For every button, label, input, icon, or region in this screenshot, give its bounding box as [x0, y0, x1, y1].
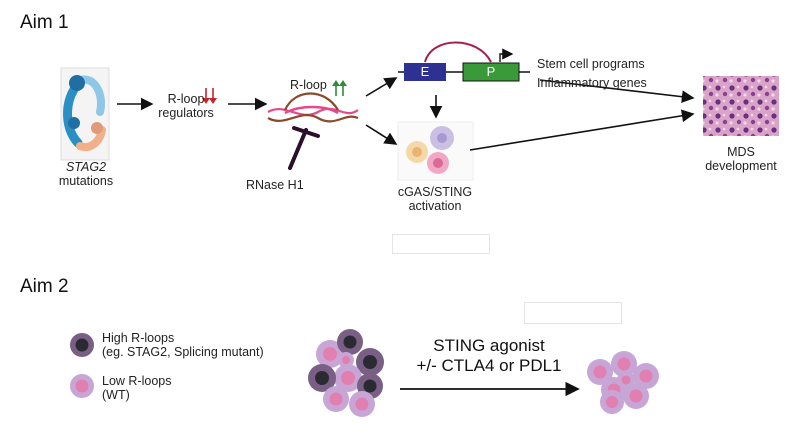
down-arrows-icon	[202, 88, 217, 104]
cgas-line2: activation	[408, 199, 462, 214]
stag2-gene-name: STAG2	[65, 160, 107, 174]
legend-low-label: Low R-loops (WT)	[102, 374, 171, 403]
arrow-genes-to-mds	[539, 79, 695, 104]
cgas-sting-label: cGAS/STING activation	[380, 185, 490, 214]
low-line1: Low R-loops	[102, 374, 172, 388]
enhancer-promoter-loop	[424, 41, 492, 63]
program-inflammatory: Inflammatory genes	[537, 76, 647, 90]
cgas-cells-icon	[397, 121, 474, 181]
treatment-line1: STING agonist	[433, 336, 545, 355]
mixed-cell-cluster-icon	[308, 329, 384, 417]
high-line2: (eg. STAG2, Splicing mutant)	[102, 345, 264, 360]
treatment-label: STING agonist +/- CTLA4 or PDL1	[392, 336, 586, 375]
enhancer-box	[404, 63, 446, 81]
stag2-suffix: mutations	[58, 174, 114, 189]
regulators-line1: R-loop	[167, 92, 205, 106]
promoter-box	[462, 62, 520, 82]
rnaseh1-label: RNase H1	[246, 178, 304, 192]
treatment-line2: +/- CTLA4 or PDL1	[416, 355, 562, 375]
mds-label: MDS development	[696, 145, 786, 174]
regulators-line2: regulators	[158, 106, 214, 121]
mds-line1: MDS	[727, 145, 755, 159]
inhibitor-icon	[288, 126, 320, 170]
tss-arrow-icon	[499, 48, 514, 62]
stag2-label: STAG2 mutations	[50, 160, 122, 189]
mds-tissue-image	[703, 76, 779, 136]
promoter-label: P	[486, 64, 496, 79]
rloop-label: R-loop	[290, 78, 327, 92]
legend-high-label: High R-loops (eg. STAG2, Splicing mutant…	[102, 331, 264, 360]
cohesin-ring-icon	[60, 67, 110, 161]
up-arrows-icon	[332, 80, 347, 96]
aim2-title: Aim 2	[20, 276, 69, 297]
enhancer-label: E	[420, 64, 430, 79]
legend-low-cell-icon	[70, 374, 94, 398]
empty-placeholder-box	[392, 234, 490, 254]
arrow-rloop-to-cgas	[365, 124, 398, 145]
rloop-regulators-label: R-loop regulators	[150, 92, 222, 121]
empty-placeholder-box	[524, 302, 622, 324]
low-rloop-cluster-icon	[587, 351, 659, 414]
mds-line2: development	[705, 159, 777, 174]
legend-high-cell-icon	[70, 333, 94, 357]
arrow-rloop-to-genes	[365, 77, 398, 97]
cgas-line1: cGAS/STING	[397, 185, 473, 199]
low-line2: (WT)	[102, 388, 130, 403]
rloop-dna-icon	[267, 92, 359, 123]
program-stem-cell: Stem cell programs	[537, 57, 645, 71]
high-line1: High R-loops	[102, 331, 175, 345]
aim1-title: Aim 1	[20, 12, 69, 33]
arrow-cgas-to-mds	[469, 109, 695, 151]
